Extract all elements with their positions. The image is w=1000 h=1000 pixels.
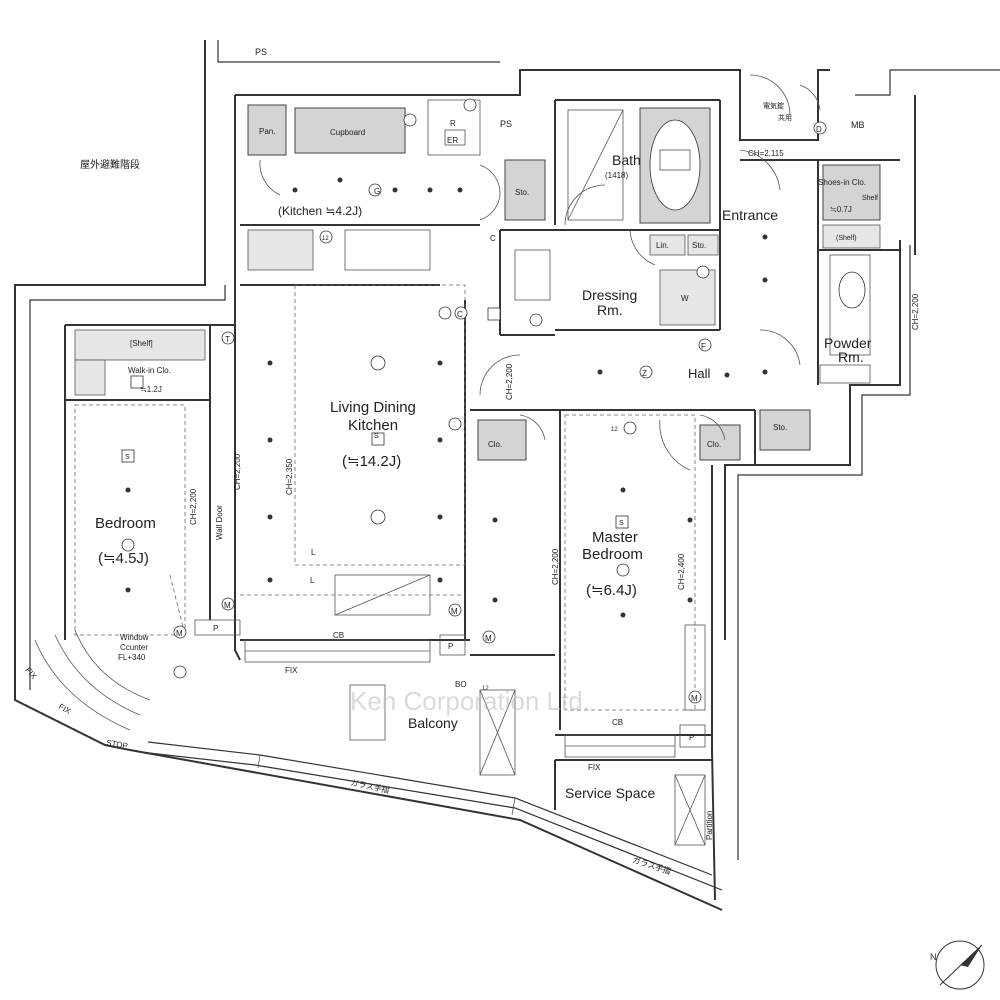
pantry-label: Pan. [259, 127, 275, 136]
linen-label: Lin. [656, 241, 669, 250]
ldk-label-1: Living Dining [330, 399, 416, 416]
m-symbol-5: M [691, 694, 698, 703]
powder-room-label-1: Powder [824, 335, 872, 351]
ldk-pipe-p-label: P [213, 624, 218, 633]
s-symbol-bedroom: S [125, 454, 130, 461]
fixtures [74, 99, 881, 846]
ceiling-lights [125, 177, 768, 618]
shoes-closet-label: Shoes-in Clo. [818, 178, 866, 187]
hall-storage-label: Sto. [773, 423, 787, 432]
g-symbol: G [374, 187, 380, 196]
powder-room-label-2: Rm. [838, 349, 864, 365]
left-fix-label-2: FIX [57, 702, 73, 716]
bedroom-label: Bedroom [95, 515, 156, 532]
s-symbol-master: S [619, 520, 624, 527]
svg-text:N: N [930, 952, 937, 962]
master-pipe-p-label: P [689, 733, 694, 742]
left-fix-label-1: FIX [23, 666, 38, 682]
master-ceiling-height-1: CH=2,200 [551, 548, 560, 585]
ldk-ceiling-height-2: CH=2,350 [285, 458, 294, 495]
master-cb-label: CB [612, 718, 623, 727]
refrigerator-label: R [450, 119, 456, 128]
shoes-closet-size: ≒0.7J [830, 205, 852, 214]
ldk-cb-label: CB [333, 631, 344, 640]
wall-door-label: Wall Door [215, 505, 224, 540]
num12-symbol-2: 12 [322, 236, 329, 242]
service-space-label: Service Space [565, 785, 655, 801]
hall-closet-label: Clo. [707, 440, 721, 449]
building-outline [14, 40, 1000, 911]
washer-label: W [681, 294, 689, 303]
windows [34, 619, 706, 758]
bedroom-size-label: (≒4.5J) [98, 550, 149, 567]
door-swings [259, 74, 821, 471]
master-bedroom-label-2: Bedroom [582, 546, 643, 563]
outdoor-stairs-label: 屋外避難階段 [80, 158, 140, 171]
walkin-closet-size: ≒1.2J [140, 385, 162, 394]
compass-north-icon: N [930, 940, 985, 990]
ps-mid-label: PS [500, 119, 512, 129]
t-symbol: T [225, 335, 230, 344]
m-symbol-1: M [224, 601, 231, 610]
master-bedroom-label-1: Master [592, 529, 638, 546]
dressing-room-label-1: Dressing [582, 287, 637, 303]
c-symbol: C [457, 310, 463, 319]
cupboard-label: Cupboard [330, 128, 365, 137]
m-symbol-2: M [451, 607, 458, 616]
bo-label: BO [455, 680, 467, 689]
master-closet-label: Clo. [488, 440, 502, 449]
hall-ceiling-height: CH=2,200 [505, 363, 514, 400]
ldk-label-2: Kitchen [348, 417, 398, 434]
dressing-room-label-2: Rm. [597, 302, 623, 318]
shelf-bedroom-label: [Shelf] [130, 339, 153, 348]
stop-label: STOP [106, 738, 129, 751]
ceiling-outlines [74, 284, 696, 711]
master-fix-label: FIX [588, 763, 601, 772]
num12-symbol-1: 12 [611, 427, 618, 433]
watermark: Ken Corporation Ltd. [350, 686, 590, 716]
window-counter-label-1: Window [120, 633, 149, 642]
master-ceiling-height-2: CH=2,400 [677, 553, 686, 590]
meter-sub-label: 共用 [778, 113, 792, 122]
l-symbol-1: L [310, 576, 315, 585]
mb-label: MB [851, 120, 865, 130]
l-symbol-2: L [311, 548, 316, 557]
er-label: ER [447, 136, 458, 145]
dressing-storage-label: Sto. [692, 241, 706, 250]
m-symbol-4: M [485, 634, 492, 643]
d-symbol: D [816, 125, 822, 134]
ldk-fix-label: FIX [285, 666, 298, 675]
master-bedroom-size: (≒6.4J) [586, 582, 637, 599]
s-symbol-ldk: S [374, 433, 379, 440]
walkin-closet-label: Walk-in Clo. [128, 366, 171, 375]
z-symbol: Z [642, 369, 647, 378]
bath-label: Bath [612, 152, 641, 168]
f-symbol: F [701, 342, 706, 351]
bedroom-pipe-p-label: P [448, 642, 453, 651]
meter-label: 電気錠 [763, 101, 784, 110]
ps-top-label: PS [255, 47, 267, 57]
window-counter-label-3: FL+340 [118, 653, 146, 662]
kitchen-label: (Kitchen ≒4.2J) [278, 204, 362, 218]
symbol-markers [121, 98, 827, 704]
entrance-ceiling-height: CH=2,115 [748, 149, 784, 158]
c-symbol-2: C [490, 234, 496, 243]
num12-symbol-3: 12 [482, 686, 489, 692]
kitchen-storage-label: Sto. [515, 188, 529, 197]
ldk-size-label: (≒14.2J) [342, 453, 401, 470]
shelf-entrance-label: Shelf [862, 195, 878, 202]
shelf-small-label: (Shelf) [836, 235, 857, 242]
bedroom-ceiling-height: CH=2,200 [189, 488, 198, 525]
sensor-markers [121, 307, 629, 529]
m-symbol-3: M [176, 629, 183, 638]
window-counter-label-2: Ccunter [120, 643, 148, 652]
ldk-ceiling-height-1: CH=2,200 [233, 453, 242, 490]
powder-ceiling-height: CH=2,200 [911, 293, 920, 330]
hall-label: Hall [688, 366, 711, 381]
entrance-label: Entrance [722, 207, 778, 223]
bath-size-label: (1418) [605, 171, 628, 180]
balcony-label: Balcony [408, 715, 458, 731]
partition-label: Partition [705, 811, 714, 840]
